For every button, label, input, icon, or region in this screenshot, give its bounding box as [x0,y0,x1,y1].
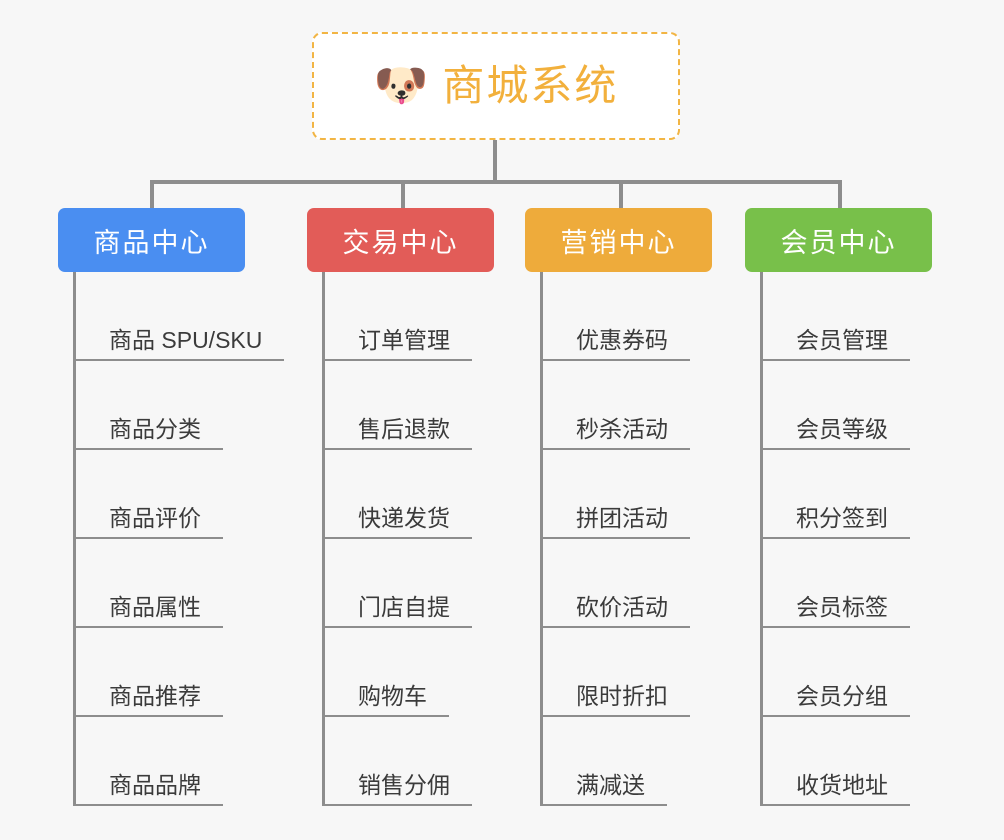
list-item[interactable]: 商品 SPU/SKU [73,272,285,361]
list-item[interactable]: 售后退款 [322,361,494,450]
list-item[interactable]: 订单管理 [322,272,494,361]
list-item-label: 商品 SPU/SKU [109,327,263,353]
branch-spine-product-center [73,272,76,806]
list-item[interactable]: 积分签到 [760,450,932,539]
list-item-underline: 会员等级 [763,417,910,450]
list-item-label: 会员标签 [796,594,888,620]
list-item-underline: 会员管理 [763,328,910,361]
list-item-label: 会员等级 [796,416,888,442]
list-item-underline: 商品属性 [76,595,223,628]
list-item-underline: 售后退款 [325,417,472,450]
branch-trade-center: 订单管理售后退款快递发货门店自提购物车销售分佣 [322,272,494,806]
list-item-underline: 优惠券码 [543,328,690,361]
list-item[interactable]: 砍价活动 [540,539,712,628]
list-item-label: 秒杀活动 [576,416,668,442]
list-item-label: 销售分佣 [358,772,450,798]
column-product-center: 商品中心商品 SPU/SKU 商品分类商品评价商品属性商品推荐商品品牌 [58,208,285,806]
list-item[interactable]: 购物车 [322,628,494,717]
list-item[interactable]: 会员等级 [760,361,932,450]
list-item-label: 满减送 [576,772,645,798]
list-item-label: 售后退款 [358,416,450,442]
list-item-underline: 限时折扣 [543,684,690,717]
list-item[interactable]: 会员管理 [760,272,932,361]
list-item-underline: 商品评价 [76,506,223,539]
list-item-underline: 订单管理 [325,328,472,361]
list-item-label: 订单管理 [358,327,450,353]
list-item-underline: 快递发货 [325,506,472,539]
connector-drop-member-center [838,180,842,210]
list-item-underline: 销售分佣 [325,773,472,806]
list-item-label: 收货地址 [796,772,888,798]
list-item[interactable]: 会员分组 [760,628,932,717]
list-item-label: 会员管理 [796,327,888,353]
list-item[interactable]: 满减送 [540,717,712,806]
column-trade-center: 交易中心订单管理售后退款快递发货门店自提购物车销售分佣 [307,208,494,806]
list-item-underline: 会员分组 [763,684,910,717]
list-item-underline: 收货地址 [763,773,910,806]
list-item[interactable]: 优惠券码 [540,272,712,361]
branch-spine-member-center [760,272,763,806]
list-item-label: 购物车 [358,683,427,709]
list-item[interactable]: 商品品牌 [73,717,245,806]
column-marketing-center: 营销中心优惠券码秒杀活动拼团活动砍价活动限时折扣满减送 [525,208,712,806]
list-item-label: 会员分组 [796,683,888,709]
list-item-label: 砍价活动 [576,594,668,620]
list-item[interactable]: 销售分佣 [322,717,494,806]
category-header-member-center[interactable]: 会员中心 [745,208,932,272]
list-item[interactable]: 商品分类 [73,361,245,450]
list-item-underline: 拼团活动 [543,506,690,539]
category-header-marketing-center[interactable]: 营销中心 [525,208,712,272]
list-item-underline: 满减送 [543,773,667,806]
branch-spine-trade-center [322,272,325,806]
list-item-underline: 商品分类 [76,417,223,450]
branch-spine-marketing-center [540,272,543,806]
list-item-underline: 积分签到 [763,506,910,539]
list-item-label: 商品品牌 [109,772,201,798]
list-item-underline: 商品品牌 [76,773,223,806]
branch-product-center: 商品 SPU/SKU 商品分类商品评价商品属性商品推荐商品品牌 [73,272,285,806]
connector-horizontal-bus [150,180,840,184]
list-item-label: 拼团活动 [576,505,668,531]
list-item[interactable]: 门店自提 [322,539,494,628]
connector-drop-marketing-center [619,180,623,210]
root-node-card[interactable]: 🐶 商城系统 [312,32,680,140]
list-item-label: 积分签到 [796,505,888,531]
list-item-underline: 秒杀活动 [543,417,690,450]
root-title: 商城系统 [442,62,619,109]
list-item-label: 限时折扣 [576,683,668,709]
list-item[interactable]: 商品推荐 [73,628,245,717]
branch-marketing-center: 优惠券码秒杀活动拼团活动砍价活动限时折扣满减送 [540,272,712,806]
dog-face-icon: 🐶 [373,61,429,110]
list-item-label: 商品属性 [109,594,201,620]
list-item[interactable]: 商品属性 [73,539,245,628]
list-item[interactable]: 秒杀活动 [540,361,712,450]
list-item-label: 快递发货 [358,505,450,531]
list-item-label: 商品评价 [109,505,201,531]
list-item[interactable]: 拼团活动 [540,450,712,539]
list-item-underline: 商品推荐 [76,684,223,717]
list-item-underline: 会员标签 [763,595,910,628]
connector-drop-product-center [150,180,154,210]
list-item-label: 商品推荐 [109,683,201,709]
list-item[interactable]: 收货地址 [760,717,932,806]
list-item[interactable]: 商品评价 [73,450,245,539]
list-item-underline: 门店自提 [325,595,472,628]
list-item-label: 优惠券码 [576,327,668,353]
list-item-label: 商品分类 [109,416,201,442]
list-item-label: 门店自提 [358,594,450,620]
category-header-trade-center[interactable]: 交易中心 [307,208,494,272]
connector-drop-trade-center [401,180,405,210]
list-item-underline: 购物车 [325,684,449,717]
branch-member-center: 会员管理会员等级积分签到会员标签会员分组收货地址 [760,272,932,806]
list-item[interactable]: 限时折扣 [540,628,712,717]
list-item-underline: 砍价活动 [543,595,690,628]
connector-root-vertical [493,140,497,182]
category-header-product-center[interactable]: 商品中心 [58,208,245,272]
list-item[interactable]: 快递发货 [322,450,494,539]
list-item[interactable]: 会员标签 [760,539,932,628]
list-item-underline: 商品 SPU/SKU [76,327,285,361]
column-member-center: 会员中心会员管理会员等级积分签到会员标签会员分组收货地址 [745,208,932,806]
